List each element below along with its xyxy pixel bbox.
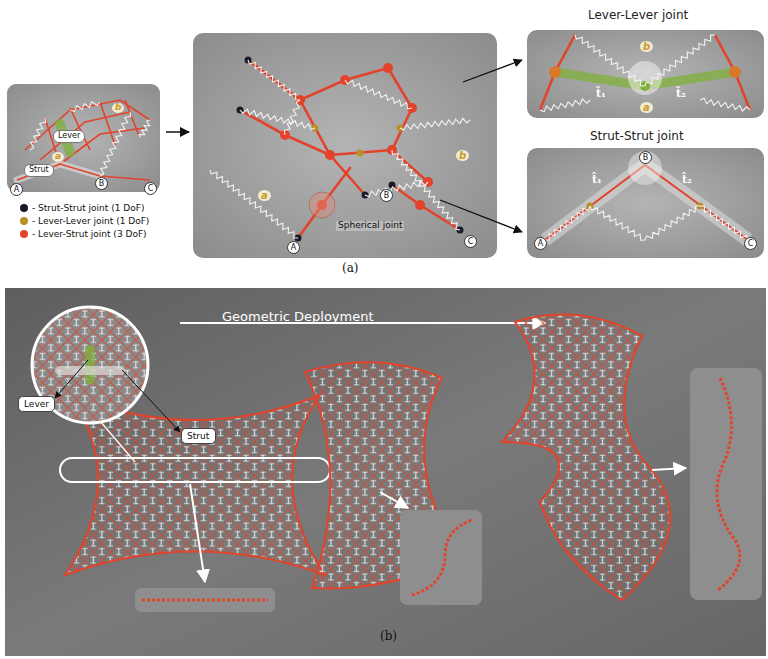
- spring: [139, 120, 150, 138]
- lever-arms: [540, 35, 750, 110]
- legend-swatch: [20, 204, 28, 212]
- inset-panel: [400, 510, 482, 605]
- spring: [645, 206, 700, 240]
- panel-tag: (b): [380, 630, 397, 643]
- strut-line: [17, 164, 150, 180]
- inset-arrow: [380, 492, 408, 508]
- section-curve: [142, 599, 268, 602]
- leader-line: [122, 370, 180, 432]
- leader-line: [55, 360, 88, 398]
- legend-row: - Strut-Strut joint (1 DoF): [20, 203, 144, 213]
- spring: [70, 102, 100, 112]
- spring: [240, 109, 315, 129]
- lever-end: [729, 66, 741, 78]
- point-letter: C: [144, 182, 157, 195]
- axis-symbol: t̂₁: [592, 174, 602, 186]
- axis-symbol: t̂₂: [676, 88, 686, 100]
- text-label: Spherical joint: [336, 221, 404, 231]
- part-name: Lever: [24, 399, 49, 409]
- part-name: Strut: [24, 164, 54, 177]
- point-letter: C: [744, 237, 757, 250]
- section-curve: [717, 378, 740, 590]
- legend-row: - Lever-Strut joint (3 DoF): [20, 229, 147, 239]
- axis-symbol: t̂₁: [596, 88, 606, 100]
- flow-arrow: [166, 131, 189, 133]
- spring: [575, 35, 645, 86]
- callout-box: Lever: [18, 396, 55, 412]
- flow-arrow: [463, 60, 522, 82]
- section-highlight: [60, 458, 330, 482]
- spring: [345, 80, 412, 109]
- spring: [590, 206, 645, 240]
- point-letter: A: [534, 237, 547, 250]
- spring-group: [30, 35, 750, 240]
- member-letter: a: [52, 152, 64, 162]
- member-letter: a: [640, 102, 653, 113]
- spring: [248, 60, 300, 100]
- spring: [700, 206, 748, 240]
- panel-heading: Strut-Strut joint: [590, 130, 684, 143]
- legend-swatch: [20, 217, 28, 225]
- panel-ground: [7, 84, 160, 192]
- lever-highlight: [85, 345, 95, 385]
- point-letter: A: [10, 183, 23, 196]
- spring: [392, 150, 460, 230]
- legend-text: - Lever-Lever joint (1 DoF): [32, 216, 149, 226]
- point-letter: B: [95, 177, 108, 190]
- point-letter: B: [380, 189, 393, 202]
- inset-panel: [135, 588, 275, 612]
- panel-tag: (a): [342, 262, 359, 275]
- point-letter: A: [287, 241, 300, 254]
- spring: [400, 118, 470, 130]
- hinge-sphere: [628, 61, 662, 95]
- spring: [540, 99, 590, 112]
- callout-box: Strut: [181, 428, 216, 444]
- lever-joints: [312, 125, 404, 157]
- spring: [30, 118, 46, 150]
- lattice-sketch: [25, 100, 150, 168]
- inset-arrow: [190, 484, 205, 582]
- flow-arrow: [440, 200, 522, 232]
- end-joints: [237, 57, 464, 242]
- legend-text: - Lever-Strut joint (3 DoF): [32, 229, 147, 239]
- spherical-joint: [309, 192, 335, 218]
- legend-text: - Strut-Strut joint (1 DoF): [32, 203, 144, 213]
- panel-ground: [5, 288, 766, 656]
- panel-heading: Lever-Lever joint: [588, 9, 688, 22]
- member-letter: a: [258, 190, 271, 201]
- gridshell-surface: [502, 315, 670, 600]
- spring: [645, 35, 715, 86]
- legend-swatch: [20, 230, 28, 238]
- panel-ground: [193, 33, 497, 258]
- deploy-title: Geometric Deployment: [222, 310, 374, 324]
- point-letter: B: [639, 151, 652, 164]
- section-curve: [412, 520, 472, 595]
- inset-arrow: [652, 468, 686, 470]
- panel-ground: [527, 30, 764, 118]
- spring: [700, 98, 750, 111]
- legend-row: - Lever-Lever joint (1 DoF): [20, 216, 149, 226]
- axis-symbol: t̂₂: [682, 174, 692, 186]
- spring: [100, 112, 131, 176]
- lever-end: [549, 66, 561, 78]
- strut-highlight: [55, 366, 125, 375]
- spring: [284, 100, 300, 135]
- part-name: Lever: [53, 130, 85, 143]
- leader-line: [100, 421, 135, 462]
- spring: [210, 170, 298, 238]
- linkage: [240, 60, 460, 238]
- spring: [545, 206, 590, 240]
- panel-ground: [527, 148, 764, 258]
- spring: [365, 181, 428, 197]
- point-letter: C: [464, 235, 477, 248]
- hinge-sphere: [628, 151, 662, 185]
- joint-balls: [280, 63, 433, 210]
- inset-panel: [690, 368, 762, 600]
- part-name: Strut: [187, 431, 210, 441]
